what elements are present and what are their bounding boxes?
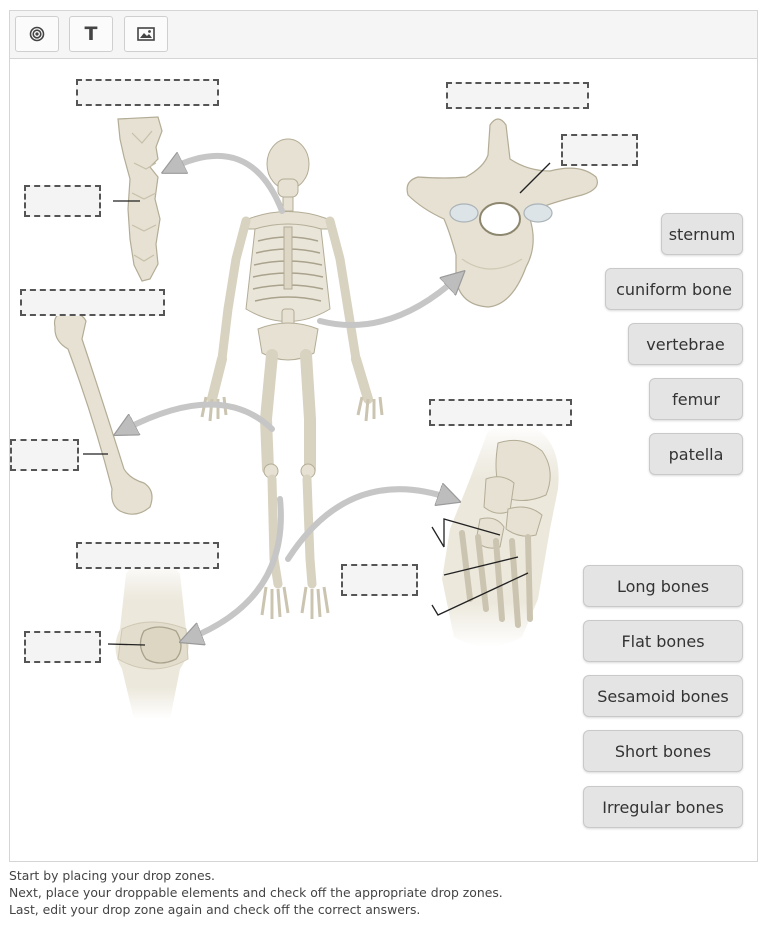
draggable-long-bones[interactable]: Long bones xyxy=(583,565,743,607)
target-icon xyxy=(29,26,45,42)
editor-canvas: sternum cuniform bone vertebrae femur pa… xyxy=(10,59,757,861)
drop-zone[interactable] xyxy=(10,439,79,471)
draggable-irregular-bones[interactable]: Irregular bones xyxy=(583,786,743,828)
add-dropzone-button[interactable] xyxy=(15,16,59,52)
drop-zone[interactable] xyxy=(446,82,589,109)
editor-instructions: Start by placing your drop zones. Next, … xyxy=(9,867,503,918)
instruction-line: Next, place your droppable elements and … xyxy=(9,885,503,900)
drag-and-drop-editor: T xyxy=(9,10,758,862)
add-text-button[interactable]: T xyxy=(69,16,113,52)
draggable-short-bones[interactable]: Short bones xyxy=(583,730,743,772)
foot-illustration xyxy=(442,425,559,647)
vertebra-illustration xyxy=(406,118,598,308)
leader-lines xyxy=(83,162,551,646)
draggable-patella[interactable]: patella xyxy=(649,433,743,475)
full-skeleton xyxy=(200,138,384,619)
draggable-vertebrae[interactable]: vertebrae xyxy=(628,323,743,365)
editor-toolbar: T xyxy=(10,11,757,59)
drop-zone[interactable] xyxy=(429,399,572,426)
drop-zone[interactable] xyxy=(561,134,638,166)
sternum-illustration xyxy=(117,116,163,282)
drop-zone[interactable] xyxy=(76,79,219,106)
draggable-flat-bones[interactable]: Flat bones xyxy=(583,620,743,662)
image-icon xyxy=(137,27,155,41)
draggable-sternum[interactable]: sternum xyxy=(661,213,743,255)
instruction-line: Start by placing your drop zones. xyxy=(9,868,215,883)
draggable-femur[interactable]: femur xyxy=(649,378,743,420)
add-image-button[interactable] xyxy=(124,16,168,52)
knee-illustration xyxy=(115,562,189,719)
drop-zone[interactable] xyxy=(20,289,165,316)
drop-zone[interactable] xyxy=(24,185,101,217)
femur-illustration xyxy=(53,310,153,515)
drop-zone[interactable] xyxy=(24,631,101,663)
skeleton-illustration xyxy=(53,116,598,719)
draggable-sesamoid-bones[interactable]: Sesamoid bones xyxy=(583,675,743,717)
connector-arrows xyxy=(122,156,458,639)
text-icon: T xyxy=(84,23,98,45)
draggable-cuniform-bone[interactable]: cuniform bone xyxy=(605,268,743,310)
patella-bone xyxy=(139,626,182,664)
instruction-line: Last, edit your drop zone again and chec… xyxy=(9,902,421,917)
drop-zone[interactable] xyxy=(341,564,418,596)
drop-zone[interactable] xyxy=(76,542,219,569)
